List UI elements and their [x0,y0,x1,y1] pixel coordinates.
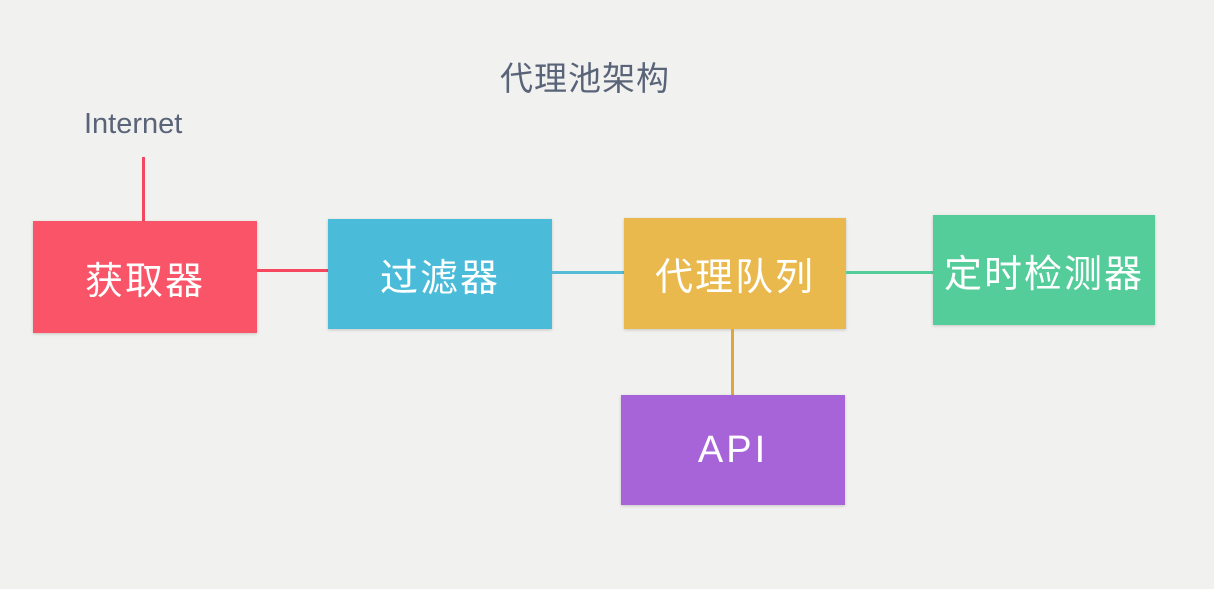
node-proxy-queue-label: 代理队列 [654,257,815,299]
node-filter-label: 过滤器 [379,257,500,300]
connector-filter-to-queue [552,271,624,274]
node-getter: 获取器 [33,221,257,333]
internet-label: Internet [84,108,183,140]
node-proxy-queue: 代理队列 [624,218,846,329]
node-scheduled-tester-label: 定时检测器 [943,253,1144,296]
node-api-label: API [697,428,769,471]
node-api: API [621,395,845,505]
connector-queue-to-tester [846,271,933,274]
node-getter-label: 获取器 [84,260,205,303]
connector-getter-to-filter [257,269,328,272]
diagram-title: 代理池架构 [500,60,670,97]
node-scheduled-tester: 定时检测器 [933,215,1155,325]
connector-queue-to-api [731,329,734,395]
connector-internet-to-getter [142,157,145,221]
node-filter: 过滤器 [328,219,552,329]
